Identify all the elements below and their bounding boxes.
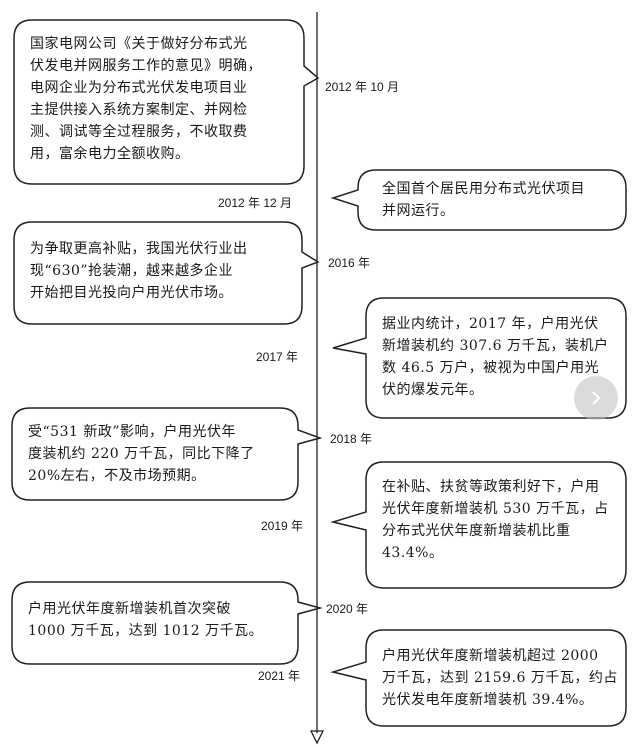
bubble-2012-12 [330,169,627,231]
bubble-2016 [13,221,320,325]
event-text-2012-12: 全国首个居民用分布式光伏项目 并网运行。 [382,181,585,219]
event-text-2017: 据业内统计，2017 年，户用光伏 新增装机约 307.6 万千瓦，装机户 数 … [382,316,609,398]
date-label-2016: 2016 年 [328,256,371,270]
date-label-2019: 2019 年 [261,519,304,533]
event-text-2018: 受“531 新政”影响，户用光伏年 度装机约 220 万千瓦，同比下降了 20%… [28,424,255,484]
event-text-2020: 户用光伏年度新增装机首次突破 1000 万千瓦，达到 1012 万千瓦。 [28,601,264,639]
bubble-2020 [11,581,323,665]
date-label-2018: 2018 年 [330,432,373,446]
bubble-2021 [330,629,627,727]
date-label-2020: 2020 年 [326,602,369,616]
date-label-2017: 2017 年 [256,350,299,364]
event-text-2016: 为争取更高补贴，我国光伏行业出 现“630”抢装潮，越来越多企业 开始把目光投向… [30,241,248,301]
date-label-2012-12: 2012 年 12 月 [218,196,293,210]
event-text-2021: 户用光伏年度新增装机超过 2000 万千瓦，达到 2159.6 万千瓦，约占 光… [382,648,618,708]
date-label-2012-10: 2012 年 10 月 [325,80,400,94]
bubble-2018 [11,407,323,501]
bubble-2017 [332,297,627,419]
date-label-2021: 2021 年 [258,669,301,683]
axis-arrow-icon [309,730,325,745]
next-slide-button[interactable] [574,376,618,420]
bubble-2012-10 [13,19,320,185]
event-text-2012-10: 国家电网公司《关于做好分布式光 伏发电并网服务工作的意见》明确， 电网企业为分布… [30,36,262,162]
chevron-right-icon [592,391,601,405]
bubble-2019 [330,461,627,589]
event-text-2019: 在补贴、扶贫等政策利好下，户用 光伏年度新增装机 530 万千瓦，占 分布式光伏… [382,479,609,561]
